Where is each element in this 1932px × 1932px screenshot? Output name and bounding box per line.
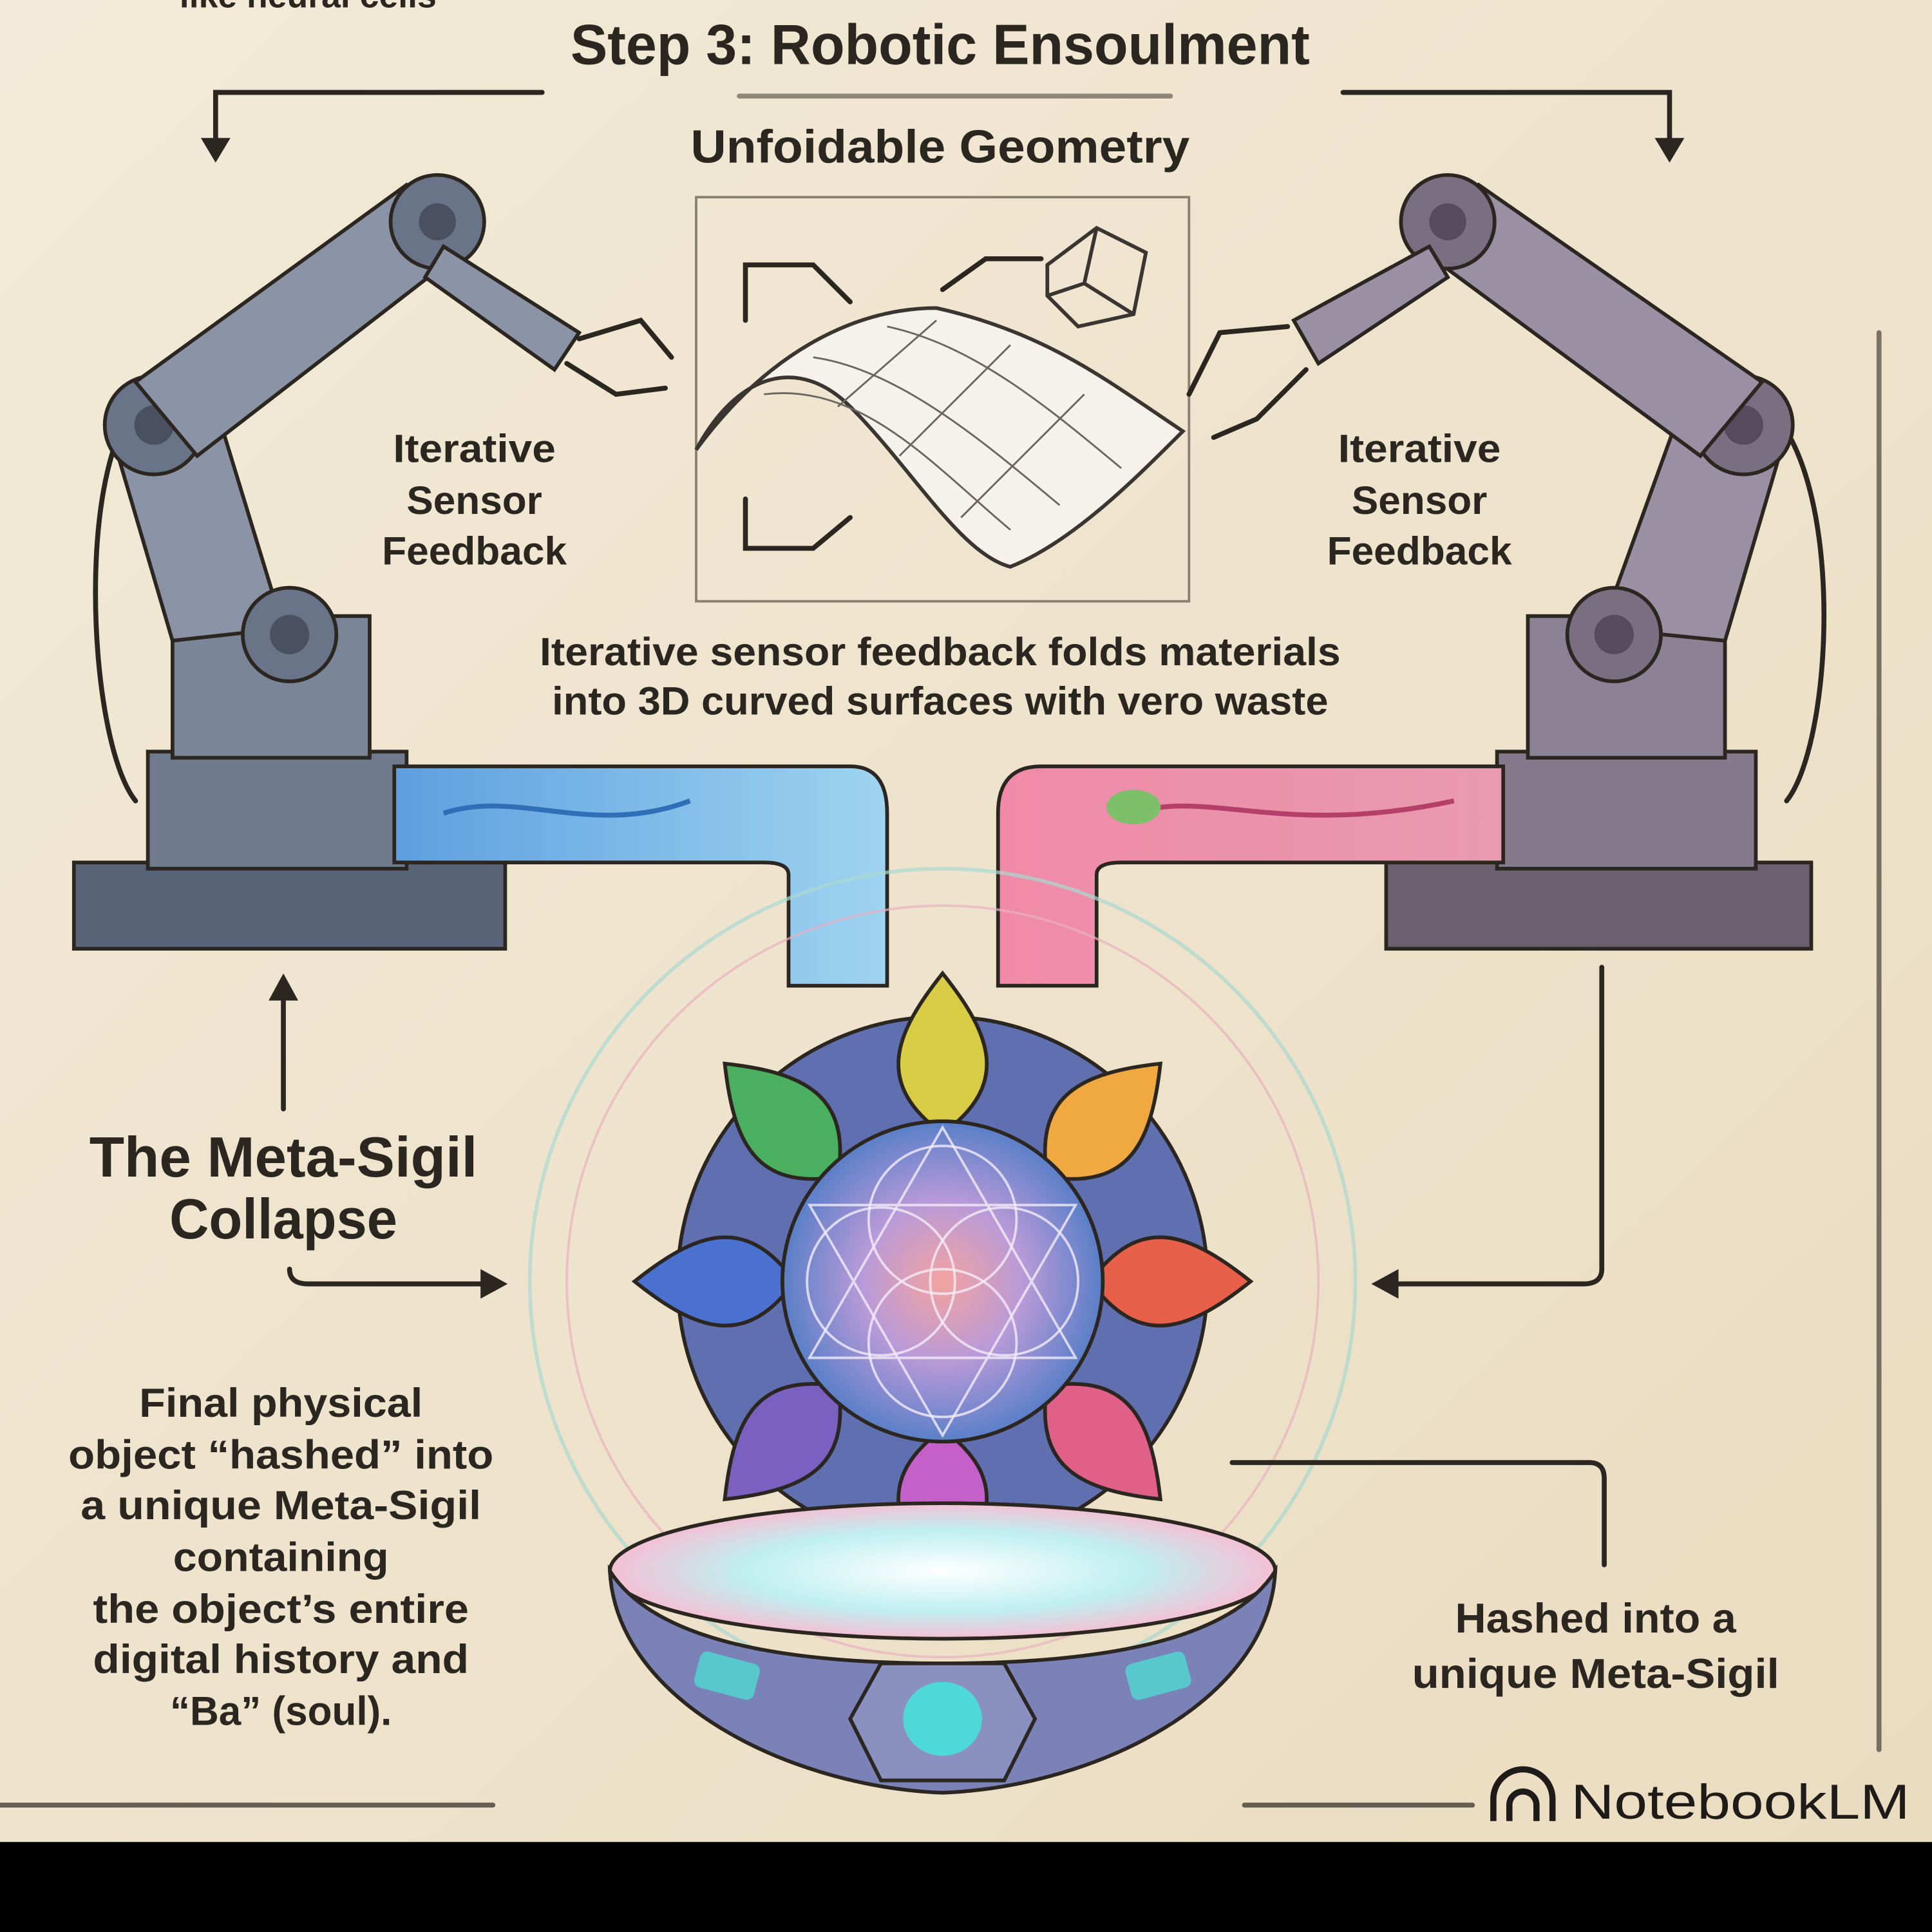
unfoldable-geometry-panel <box>694 196 1191 603</box>
right-arm-label-line-3: Feedback <box>1327 529 1513 573</box>
notebooklm-logo-icon <box>1490 1766 1556 1821</box>
bottom-black-band <box>0 1842 1932 1932</box>
cut-top-text: like neural cells <box>180 0 437 15</box>
geometry-label: Unfoidable Geometry <box>690 121 1189 173</box>
left-robot-arm <box>71 173 674 951</box>
hashed-callout-line <box>1229 1460 1607 1567</box>
arrowhead-top-right-icon <box>1654 138 1685 163</box>
right-arm-label-line-2: Sensor <box>1352 478 1487 522</box>
arrowhead-right-icon <box>480 1269 508 1299</box>
arrow-to-mandala-left <box>287 1266 489 1287</box>
arrow-to-mandala-right <box>1390 965 1605 1287</box>
rune-circle-inner <box>565 904 1320 1659</box>
collapse-description-line: the object’s entire <box>93 1587 469 1632</box>
curved-sheet-icon <box>694 306 1186 569</box>
arrow-top-left <box>213 90 545 151</box>
blue-energy-pipe <box>392 764 889 988</box>
left-arm-label-line-1: Iterative <box>393 426 556 470</box>
arrowhead-up-icon <box>269 973 299 1001</box>
arrow-top-right <box>1340 90 1672 151</box>
arrowhead-top-left-icon <box>200 138 231 163</box>
right-robot-arm <box>1186 173 1827 951</box>
meta-sigil-mandala <box>631 970 1254 1593</box>
sigil-pedestal <box>607 1501 1278 1795</box>
collapse-description-line: containing <box>173 1535 389 1580</box>
hashed-label-line-2: unique Meta-Sigil <box>1412 1650 1779 1697</box>
collapse-description-line: digital history and <box>93 1637 469 1682</box>
collapse-description: Final physical object “hashed” into a un… <box>68 1381 493 1734</box>
collapse-description-line: “Ba” (soul). <box>170 1689 392 1734</box>
collapse-description-line: a unique Meta-Sigil <box>80 1483 481 1528</box>
fold-caption-line-2: into 3D curved surfaces with vero waste <box>552 679 1328 723</box>
arrowhead-left-icon <box>1371 1269 1399 1299</box>
wireframe-cube-icon <box>1045 225 1148 329</box>
collapse-description-line: object “hashed” into <box>68 1433 493 1478</box>
left-arm-label-line-2: Sensor <box>406 478 542 522</box>
left-arm-label-line-3: Feedback <box>382 529 567 573</box>
right-arm-label-line-1: Iterative <box>1338 426 1501 470</box>
page-title: Step 3: Robotic Ensoulment <box>571 12 1310 76</box>
fold-caption-line-1: Iterative sensor feedback folds material… <box>540 630 1341 674</box>
brand-name: NotebookLM <box>1571 1775 1909 1830</box>
collapse-heading-line-2: Collapse <box>169 1187 397 1251</box>
collapse-heading-line-1: The Meta-Sigil <box>90 1125 478 1189</box>
notebooklm-logo: NotebookLM <box>1490 1766 1910 1830</box>
hashed-label-line-1: Hashed into a <box>1455 1595 1737 1642</box>
collapse-description-line: Final physical <box>139 1381 422 1426</box>
